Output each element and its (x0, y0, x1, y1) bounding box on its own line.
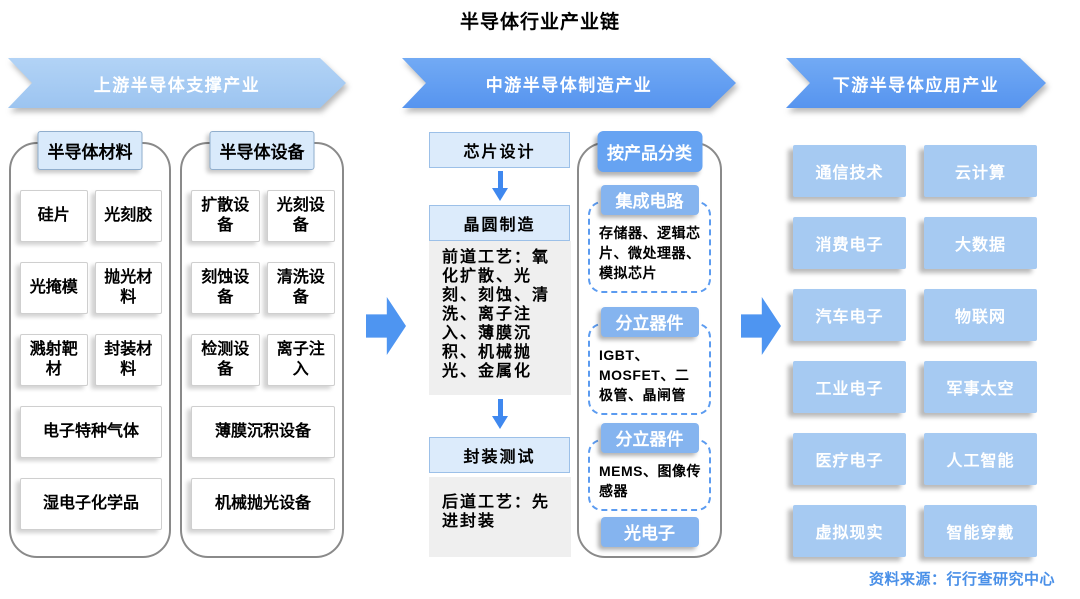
down-arrow-icon (492, 399, 508, 429)
upstream-banner-label: 上游半导体支撑产业 (93, 75, 261, 95)
upstream-to-midstream-arrow-icon (366, 297, 406, 355)
category-label: 光电子 (600, 517, 699, 547)
down-arrow-icon (492, 171, 508, 201)
midstream-banner-label: 中游半导体制造产业 (485, 75, 653, 95)
equipment-panel-tab: 半导体设备 (209, 131, 315, 170)
flow-step-package-test: 封装测试 (429, 437, 570, 473)
app-item: 医疗电子 (793, 433, 906, 485)
front-end-process-note: 前道工艺：氧化扩散、光刻、刻蚀、清洗、离子注入、薄膜沉积、机械抛光、金属化 (429, 241, 571, 395)
app-item: 汽车电子 (793, 289, 906, 341)
app-item: 工业电子 (793, 361, 906, 413)
app-item: 通信技术 (793, 145, 906, 197)
category-integrated-circuits: 集成电路 存储器、逻辑芯片、微处理器、模拟芯片 (588, 185, 711, 293)
midstream-to-downstream-arrow-icon (741, 297, 781, 355)
equipment-panel: 半导体设备 扩散设备 光刻设备 刻蚀设备 清洗设备 检测设备 离子注入 薄膜沉积… (180, 131, 344, 558)
category-detail: 存储器、逻辑芯片、微处理器、模拟芯片 (588, 201, 711, 293)
category-optoelectronics: 光电子 (588, 517, 711, 547)
downstream-apps-grid: 通信技术 云计算 消费电子 大数据 汽车电子 物联网 工业电子 军事太空 医疗电… (793, 145, 1037, 557)
source-note: 资料来源：行行查研究中心 (868, 571, 1055, 588)
classification-panel-tab: 按产品分类 (597, 131, 702, 172)
app-item: 军事太空 (924, 361, 1037, 413)
app-item: 消费电子 (793, 217, 906, 269)
material-item: 硅片 (20, 190, 88, 242)
app-item: 云计算 (924, 145, 1037, 197)
materials-panel: 半导体材料 硅片 光刻胶 光掩模 抛光材料 溅射靶材 封装材料 电子特种气体 湿… (9, 131, 171, 558)
equipment-item: 检测设备 (191, 334, 260, 386)
material-item: 光刻胶 (94, 190, 162, 242)
app-item: 虚拟现实 (793, 505, 906, 557)
materials-cells: 硅片 光刻胶 光掩模 抛光材料 溅射靶材 封装材料 电子特种气体 湿电子化学品 (20, 190, 162, 530)
midstream-banner: 中游半导体制造产业 (402, 58, 736, 108)
category-label: 集成电路 (600, 185, 699, 215)
equipment-item: 薄膜沉积设备 (191, 406, 335, 458)
materials-panel-tab: 半导体材料 (37, 131, 143, 170)
app-item: 智能穿戴 (924, 505, 1037, 557)
material-item: 抛光材料 (94, 262, 162, 314)
equipment-item: 刻蚀设备 (191, 262, 260, 314)
downstream-banner-arrow-shape: 下游半导体应用产业 (786, 58, 1046, 108)
category-label: 分立器件 (600, 423, 699, 453)
app-item: 物联网 (924, 289, 1037, 341)
upstream-banner: 上游半导体支撑产业 (8, 58, 346, 108)
material-item: 电子特种气体 (20, 406, 162, 458)
page-title: 半导体行业产业链 (459, 12, 620, 33)
equipment-item: 扩散设备 (191, 190, 260, 242)
flow-step-wafer-fab: 晶圆制造 (429, 205, 570, 241)
app-item: 人工智能 (924, 433, 1037, 485)
equipment-item: 离子注入 (266, 334, 335, 386)
equipment-item: 光刻设备 (266, 190, 335, 242)
category-discrete-devices: 分立器件 IGBT、MOSFET、二极管、晶闸管 (588, 307, 711, 415)
equipment-item: 机械抛光设备 (191, 478, 335, 530)
category-label: 分立器件 (600, 307, 699, 337)
equipment-item: 清洗设备 (266, 262, 335, 314)
material-item: 湿电子化学品 (20, 478, 162, 530)
material-item: 封装材料 (94, 334, 162, 386)
flow-step-chip-design: 芯片设计 (429, 132, 570, 168)
equipment-cells: 扩散设备 光刻设备 刻蚀设备 清洗设备 检测设备 离子注入 薄膜沉积设备 机械抛… (191, 190, 335, 530)
back-end-process-note: 后道工艺：先进封装 (429, 477, 571, 557)
upstream-banner-arrow-shape: 上游半导体支撑产业 (8, 58, 346, 108)
material-item: 溅射靶材 (20, 334, 88, 386)
downstream-banner: 下游半导体应用产业 (786, 58, 1046, 108)
category-sensors: 分立器件 MEMS、图像传感器 (588, 423, 711, 511)
midstream-banner-arrow-shape: 中游半导体制造产业 (402, 58, 736, 108)
classification-panel: 按产品分类 集成电路 存储器、逻辑芯片、微处理器、模拟芯片 分立器件 IGBT、… (577, 131, 722, 558)
material-item: 光掩模 (20, 262, 88, 314)
app-item: 大数据 (924, 217, 1037, 269)
downstream-banner-label: 下游半导体应用产业 (832, 75, 1000, 95)
